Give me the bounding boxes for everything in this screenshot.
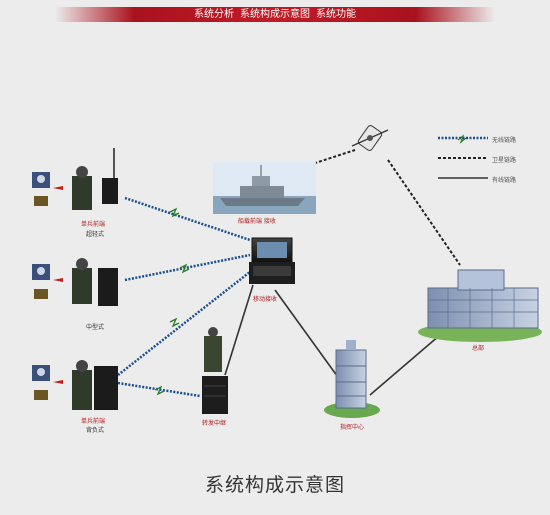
label-relay: 转发中继: [202, 420, 227, 427]
label-unit-mid-sub: 中型式: [86, 324, 105, 331]
label-unit-top: 单兵前端: [81, 221, 106, 228]
zigzag-4: [154, 385, 165, 396]
soldier-unit-top: [32, 148, 118, 210]
legend-satellite-label: 卫星链路: [492, 157, 517, 164]
legend-wireless-zigzag: [457, 134, 467, 144]
label-hq: 总部: [472, 345, 485, 352]
zigzag-3: [169, 317, 180, 328]
satellite-icon: [351, 125, 389, 151]
satellite-links: [299, 149, 461, 266]
diagram-caption: 系统构成示意图: [204, 474, 345, 496]
relay-station-icon: [202, 327, 228, 414]
label-command: 指挥中心: [340, 424, 365, 431]
header-nav-bar: 系统分析 系统构成示意图 系统功能: [55, 7, 495, 22]
ship-image: [213, 162, 316, 214]
label-ship: 船载前端 接收: [238, 218, 276, 225]
zigzag-2: [179, 263, 190, 274]
wireless-zigzags: [154, 207, 190, 396]
legend-wired-label: 有线链路: [492, 177, 517, 184]
label-portable: 移动接收: [253, 296, 278, 303]
wired-links: [224, 284, 441, 396]
nav-system-analysis[interactable]: 系统分析: [194, 9, 234, 20]
wireless-link-top: [124, 196, 251, 242]
command-center-building: [324, 340, 380, 418]
wireless-link-mid: [124, 253, 251, 282]
legend: [438, 134, 488, 179]
wireless-links: [117, 196, 256, 398]
portable-receiver-icon: [249, 237, 295, 284]
label-unit-top-sub: 超轻式: [86, 231, 105, 238]
label-unit-bottom-sub: 背负式: [86, 427, 105, 434]
legend-wireless-label: 无线链路: [492, 137, 517, 144]
soldier-unit-bottom: [32, 360, 118, 410]
nav-system-diagram[interactable]: 系统构成示意图: [240, 9, 310, 20]
zigzag-1: [169, 207, 180, 218]
label-unit-bottom: 单兵前端: [81, 418, 106, 425]
wired-link-relay: [224, 284, 254, 376]
nav-system-functions[interactable]: 系统功能: [316, 9, 356, 20]
hq-building: [418, 269, 542, 342]
wired-link-command: [274, 289, 341, 381]
wired-link-hq: [369, 334, 441, 396]
satellite-link-hq: [387, 159, 461, 266]
soldier-unit-mid: [32, 258, 118, 306]
wireless-link-bottom: [117, 267, 256, 376]
